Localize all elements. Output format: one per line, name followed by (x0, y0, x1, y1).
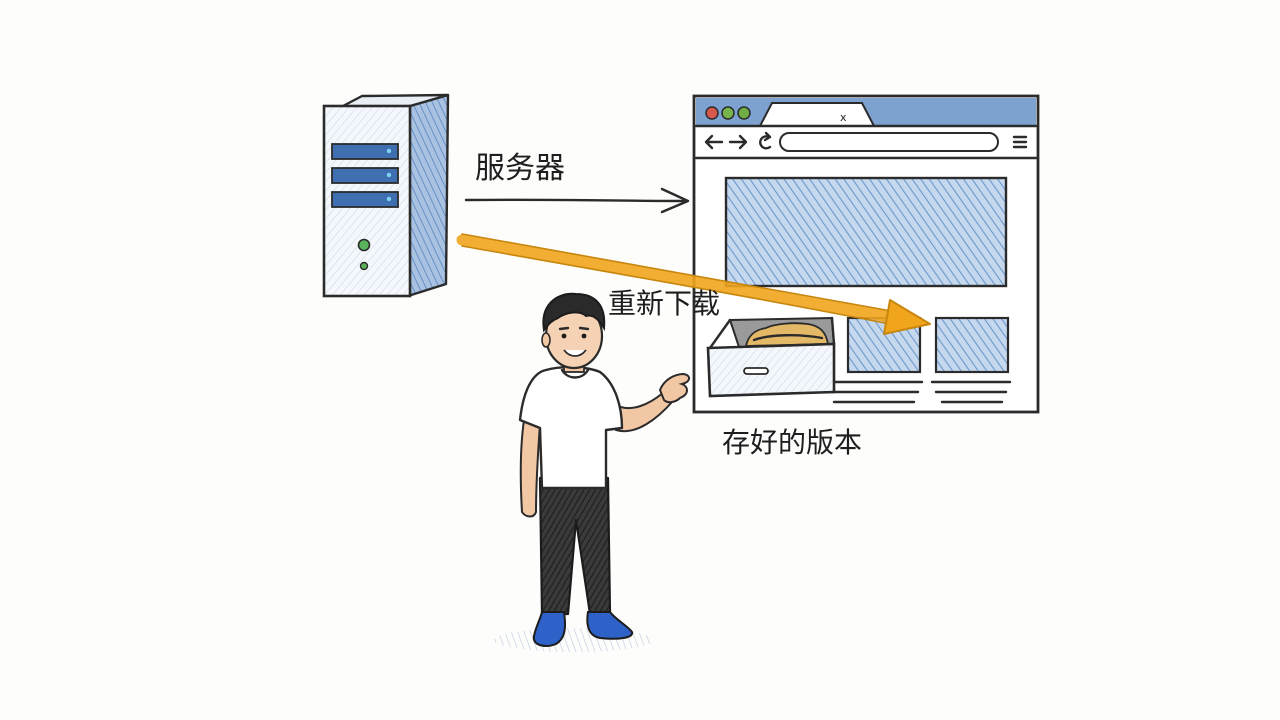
server-drive-led-3 (386, 196, 392, 202)
person-illustration (494, 292, 690, 652)
cache-drawer (706, 316, 836, 398)
address-bar[interactable] (779, 132, 999, 152)
browser-hero-image (724, 176, 1008, 288)
drawer-handle (743, 367, 769, 375)
person-left-ear (541, 332, 551, 348)
menu-icon[interactable] (1012, 135, 1028, 149)
server-to-browser-arrow (464, 187, 690, 214)
person-right-eye (581, 333, 587, 339)
browser-tab (758, 102, 876, 127)
person-left-arm (519, 418, 542, 518)
browser-tab-close-icon: x (840, 111, 847, 124)
reload-icon[interactable] (759, 131, 772, 150)
server-power-led (357, 238, 371, 252)
person-right-shoe (586, 611, 634, 640)
server-drive-bay-1 (331, 143, 399, 160)
person-smile (563, 349, 587, 357)
server-drive-bay-2 (331, 167, 399, 184)
server-drive-bay-3 (331, 191, 399, 208)
window-maximize-dot (737, 106, 751, 120)
redownload-arrow (456, 233, 931, 335)
back-arrow-icon[interactable] (704, 134, 724, 150)
redownload-label: 重新下载 (608, 287, 720, 320)
server-drive-led-2 (386, 172, 392, 178)
server-illustration (322, 93, 450, 298)
person-right-hand (658, 372, 690, 404)
browser-text-lines (818, 380, 1012, 404)
saved-version-label: 存好的版本 (722, 426, 862, 459)
forward-arrow-icon[interactable] (728, 134, 748, 150)
window-close-dot (705, 106, 719, 120)
server-status-led (359, 261, 369, 271)
drawer-front (706, 342, 836, 398)
browser-window: x (692, 94, 1040, 414)
server-label: 服务器 (475, 151, 565, 186)
person-left-eye (561, 333, 567, 339)
person-left-shoe (532, 611, 566, 647)
server-side-panel (406, 93, 450, 298)
window-minimize-dot (721, 106, 735, 120)
person-hair (542, 292, 606, 333)
server-drive-led-1 (386, 148, 392, 154)
person-pants (538, 476, 612, 616)
browser-thumbnail-right (934, 316, 1010, 374)
